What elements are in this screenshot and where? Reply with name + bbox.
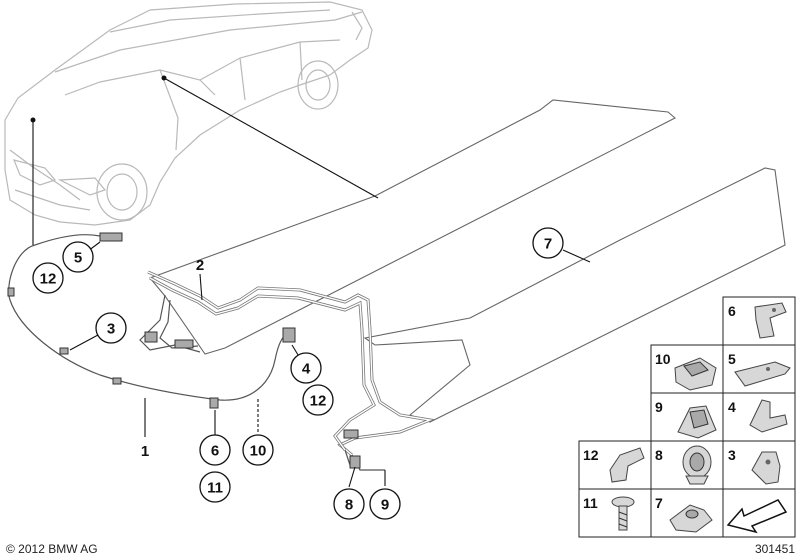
callout-label: 5 bbox=[74, 250, 82, 267]
callout-3: 3 bbox=[95, 312, 127, 344]
grommet-icon bbox=[682, 445, 712, 485]
bracket-icon bbox=[751, 451, 781, 485]
callout-5a: 5 bbox=[62, 241, 94, 273]
callout-label: 9 bbox=[381, 497, 389, 514]
bracket-icon bbox=[749, 399, 788, 433]
grid-label: 4 bbox=[728, 399, 736, 415]
callout-12a: 12 bbox=[32, 262, 64, 294]
callout-4: 4 bbox=[290, 352, 322, 384]
callout-7: 7 bbox=[532, 227, 564, 259]
grid-label: 3 bbox=[728, 447, 736, 463]
grid-label: 6 bbox=[728, 303, 736, 319]
callout-label: 12 bbox=[40, 271, 57, 288]
grid-label: 7 bbox=[655, 495, 663, 511]
clip-icon bbox=[674, 357, 717, 391]
callout-8: 8 bbox=[333, 488, 365, 520]
callout-label: 3 bbox=[107, 321, 115, 338]
grid-label: 11 bbox=[583, 495, 598, 511]
callout-9: 9 bbox=[369, 488, 401, 520]
callout-label: 4 bbox=[302, 361, 311, 378]
grid-label: 12 bbox=[583, 447, 599, 463]
callout-label: 8 bbox=[345, 497, 353, 514]
label-1: 1 bbox=[141, 443, 149, 460]
grid-label: 5 bbox=[728, 351, 736, 367]
grid-label: 10 bbox=[655, 351, 671, 367]
callout-12b: 12 bbox=[302, 384, 334, 416]
clip-nut-icon bbox=[677, 405, 717, 439]
callout-label: 12 bbox=[310, 393, 327, 410]
brake-line-assembly bbox=[139, 270, 436, 471]
callout-10: 10 bbox=[242, 434, 274, 466]
grid-label: 8 bbox=[655, 447, 663, 463]
callout-label: 10 bbox=[250, 443, 267, 460]
sensor-cable bbox=[7, 232, 296, 409]
bracket-icon bbox=[754, 302, 787, 339]
diagram-id: 301451 bbox=[755, 542, 795, 556]
callout-label: 7 bbox=[544, 236, 552, 253]
grid-label: 9 bbox=[655, 399, 663, 415]
callout-label: 6 bbox=[211, 443, 219, 460]
bracket-icon bbox=[734, 361, 791, 387]
copyright-text: © 2012 BMW AG bbox=[6, 542, 98, 556]
callout-6: 6 bbox=[199, 434, 231, 466]
callout-label: 11 bbox=[207, 480, 223, 497]
callout-11: 11 bbox=[199, 471, 231, 503]
bracket-icon bbox=[609, 447, 645, 483]
underbody-tray-rear bbox=[363, 167, 786, 423]
screw-icon bbox=[611, 496, 635, 531]
parts-grid: 6 10 5 9 4 12 8 3 11 7 bbox=[578, 296, 796, 538]
arrow-icon bbox=[726, 499, 788, 534]
label-2: 2 bbox=[196, 257, 204, 274]
car-outline bbox=[4, 1, 373, 226]
pipe-clamp-icon bbox=[669, 504, 713, 533]
